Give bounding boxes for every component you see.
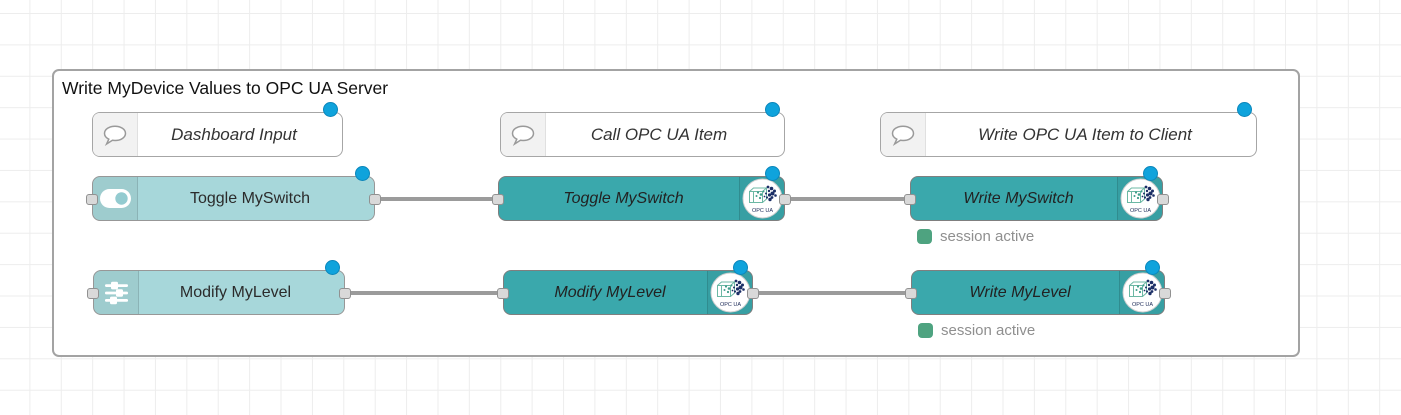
opcua-icon: OPC UA [739,177,784,220]
comment-label: Call OPC UA Item [590,124,728,144]
node-write-mylevel[interactable]: OPC UA Write MyLevel session active [905,260,1171,339]
node-write-myswitch[interactable]: OPC UA Write MySwitch session active [904,166,1169,245]
changed-indicator [355,166,370,181]
comment-icon [881,113,926,156]
comment-dashboard-input[interactable]: Dashboard Input [92,102,343,157]
comment-label: Write OPC UA Item to Client [978,124,1192,144]
opcua-badge-text: OPC UA [1129,208,1150,214]
opcua-icon: OPC UA [1119,271,1164,314]
output-port[interactable] [369,194,381,205]
opcua-badge-text: OPC UA [751,208,772,214]
output-port[interactable] [779,194,791,205]
sliders-icon [94,271,139,314]
input-port[interactable] [905,288,917,299]
node-toggle-myswitch[interactable]: OPC UA Toggle MySwitch [492,166,791,221]
node-modify-mylevel[interactable]: OPC UA Modify MyLevel [497,260,759,315]
node-label: Toggle MySwitch [189,189,311,207]
changed-indicator [765,102,780,117]
opcua-icon: OPC UA [707,271,752,314]
node-label: Write MySwitch [963,189,1074,207]
input-port[interactable] [87,288,99,299]
comment-icon [501,113,546,156]
output-port[interactable] [339,288,351,299]
output-port[interactable] [1157,194,1169,205]
comment-icon [93,113,138,156]
opcua-icon: OPC UA [1117,177,1162,220]
opcua-badge-text: OPC UA [719,302,740,308]
node-toggle-myswitch[interactable]: Toggle MySwitch [86,166,381,221]
status-indicator-square [917,229,932,244]
input-port[interactable] [904,194,916,205]
group-title: Write MyDevice Values to OPC UA Server [62,78,389,98]
input-port[interactable] [497,288,509,299]
wire[interactable] [345,291,503,295]
status-text: session active [940,228,1035,245]
opcua-badge-text: OPC UA [1131,302,1152,308]
output-port[interactable] [747,288,759,299]
node-status: session active [918,322,1035,339]
node-status: session active [917,228,1034,245]
status-text: session active [941,322,1036,339]
input-port[interactable] [492,194,504,205]
input-port[interactable] [86,194,98,205]
comment-label: Dashboard Input [171,124,297,144]
wire[interactable] [785,197,910,201]
status-indicator-square [918,323,933,338]
changed-indicator [1145,260,1160,275]
wire[interactable] [753,291,911,295]
wire[interactable] [375,197,498,201]
changed-indicator [325,260,340,275]
node-label: Write MyLevel [969,283,1071,301]
node-label: Modify MyLevel [554,283,666,301]
changed-indicator [1237,102,1252,117]
toggle-icon [93,177,138,220]
changed-indicator [1143,166,1158,181]
node-label: Modify MyLevel [179,283,292,301]
node-modify-mylevel[interactable]: Modify MyLevel [87,260,351,315]
changed-indicator [733,260,748,275]
comment-call-opc-ua-item[interactable]: Call OPC UA Item [500,102,785,157]
output-port[interactable] [1159,288,1171,299]
comment-write-opc-ua-item-to-client[interactable]: Write OPC UA Item to Client [880,102,1257,157]
node-label: Toggle MySwitch [563,189,684,207]
changed-indicator [323,102,338,117]
changed-indicator [765,166,780,181]
